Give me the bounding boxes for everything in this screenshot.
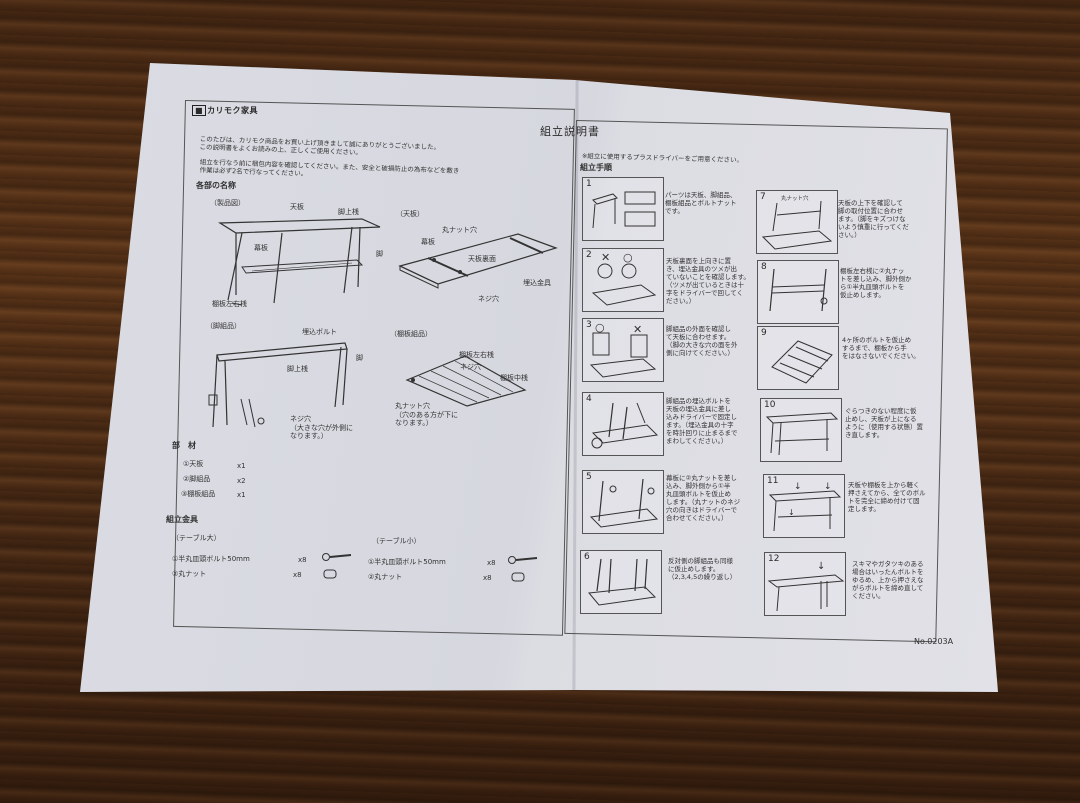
hardware-large-bolt: ①半丸皿頭ボルト50mm bbox=[172, 555, 250, 563]
component-2-qty: x2 bbox=[237, 477, 246, 485]
brand-logo: ■カリモク家具 bbox=[192, 105, 258, 116]
component-3: ③棚板組品 bbox=[181, 490, 216, 498]
label-maru-nut-ana: 丸ナット穴 bbox=[442, 226, 477, 234]
svg-text:↓: ↓ bbox=[824, 482, 832, 492]
component-1: ①天板 bbox=[183, 460, 204, 468]
step-2-text: 天板裏面を上向きに置 き、埋込金具のツメが出 ていないことを確認します。 （ツメ… bbox=[666, 257, 750, 305]
hardware-large-nut-qty: x8 bbox=[293, 571, 302, 579]
nut-icon bbox=[511, 572, 525, 582]
tabletop-drawing bbox=[398, 233, 558, 289]
hardware-small-nut-qty: x8 bbox=[483, 574, 492, 582]
tabletop-view-label: （天板） bbox=[396, 210, 424, 218]
label-ashiuwasan: 脚上桟 bbox=[338, 208, 359, 216]
step-10-figure: 10 bbox=[760, 398, 842, 462]
label-tana-nakasan: 棚板中桟 bbox=[500, 374, 528, 382]
label-ashi-leg: 脚 bbox=[356, 354, 363, 362]
label-nejiana-shelf: ネジ穴 bbox=[460, 363, 481, 371]
label-maru-nut-note: 丸ナット穴 （穴のある方が下に なります。） bbox=[395, 402, 458, 427]
table-drawing bbox=[217, 218, 381, 306]
step-7-text: 天板の上下を確認して 脚の取付位置に合わせ ます。（脚をキズつけな いよう慎重に… bbox=[838, 199, 909, 239]
label-nejiana: ネジ穴 bbox=[478, 295, 499, 303]
leg-drawing bbox=[208, 342, 348, 428]
hardware-heading: 組立金具 bbox=[166, 515, 198, 524]
bolt-icon bbox=[322, 553, 352, 561]
product-view-label: （製品図） bbox=[210, 199, 245, 207]
svg-text:↓: ↓ bbox=[794, 482, 802, 492]
hardware-large-label: （テーブル大） bbox=[172, 534, 221, 542]
hardware-large-nut: ②丸ナット bbox=[172, 570, 207, 578]
step-9-figure: 9 bbox=[757, 326, 839, 390]
step-4-text: 脚組品の埋込ボルトを 天板の埋込金具に差し 込みドライバーで固定し ます。（埋込… bbox=[666, 397, 738, 445]
step-8-figure: 8 bbox=[757, 260, 839, 324]
shelf-view-label: （棚板組品） bbox=[390, 330, 432, 338]
step-8-text: 棚板左右桟に②丸ナッ トを差し込み、脚外側か ら①半丸皿頭ボルトを 仮止めします… bbox=[840, 267, 912, 299]
svg-text:○: ○ bbox=[595, 321, 605, 334]
step-6-figure: 6 bbox=[580, 550, 662, 614]
bolt-icon bbox=[508, 556, 538, 564]
svg-text:✕: ✕ bbox=[601, 251, 610, 264]
step-5-text: 幕板に②丸ナットを差し 込み、脚外側から①半 丸皿頭ボルトを仮止め します。（丸… bbox=[666, 474, 741, 522]
shelf-drawing bbox=[405, 355, 527, 407]
label-tanaita-sayusan: 棚板左右桟 bbox=[212, 300, 247, 308]
component-3-qty: x1 bbox=[237, 491, 246, 499]
step-9-text: 4ヶ所のボルトを仮止め するまで、棚板から手 をはなさないでください。 bbox=[842, 336, 920, 360]
step-2-figure: 2 ✕○ bbox=[582, 248, 664, 312]
label-tana-sayusan: 棚板左右桟 bbox=[459, 351, 494, 359]
step-6-text: 反対側の脚組品も同様 に仮止めします。 （2,3,4,5の繰り返し） bbox=[668, 557, 737, 581]
label-umekomi-kanagu: 埋込金具 bbox=[523, 279, 551, 287]
label-ashiuwasan-leg: 脚上桟 bbox=[287, 365, 308, 373]
step-12-figure: 12 ↓ bbox=[764, 552, 846, 616]
hardware-small-label: （テーブル小） bbox=[372, 537, 421, 545]
procedure-heading: 組立手順 bbox=[580, 163, 612, 172]
component-2: ②脚組品 bbox=[183, 475, 211, 483]
hardware-small-bolt: ①半丸皿頭ボルト50mm bbox=[368, 558, 446, 566]
label-tenban: 天板 bbox=[290, 203, 304, 211]
step-7-figure: 7 丸ナット穴 bbox=[756, 190, 838, 254]
label-ashi: 脚 bbox=[376, 250, 383, 258]
step-1-text: パーツは天板、脚組品、 棚板組品とボルトナット です。 bbox=[665, 191, 737, 215]
hardware-small-bolt-qty: x8 bbox=[487, 559, 496, 567]
label-makuita: 幕板 bbox=[254, 244, 268, 252]
svg-text:✕: ✕ bbox=[633, 323, 642, 336]
label-tenban-urame: 天板裏面 bbox=[468, 255, 496, 263]
nut-icon bbox=[323, 569, 337, 579]
step-10-text: ぐらつきのない程度に仮 止めし、天板が上になる ように（使用する状態）置 き直し… bbox=[845, 407, 923, 439]
step-11-figure: 11 ↓↓↓ bbox=[763, 474, 845, 538]
label-umekomi-bolt: 埋込ボルト bbox=[302, 328, 337, 336]
step-1-figure: 1 bbox=[582, 177, 664, 241]
step-5-figure: 5 bbox=[582, 470, 664, 534]
document-number: No.0203A bbox=[914, 637, 954, 646]
step-3-text: 脚組品の外面を確認し て天板に合わせます。 （脚の大きな穴の面を外 側に向けてく… bbox=[666, 325, 738, 357]
label-nejiana-note: ネジ穴 （大きな穴が外側に なります。） bbox=[290, 415, 353, 440]
svg-text:↓: ↓ bbox=[817, 561, 825, 572]
components-heading: 部 材 bbox=[172, 441, 196, 450]
label-makuita-top: 幕板 bbox=[421, 238, 435, 246]
svg-text:○: ○ bbox=[623, 251, 633, 264]
component-1-qty: x1 bbox=[237, 462, 246, 470]
hardware-small-nut: ②丸ナット bbox=[368, 573, 403, 581]
step-12-text: スキマやガタツキのある 場合はいったんボルトを ゆるめ、上から押さえな がらボル… bbox=[852, 560, 924, 600]
step-7-tag: 丸ナット穴 bbox=[781, 196, 809, 202]
leg-view-label: （脚組品） bbox=[206, 322, 241, 330]
hardware-large-bolt-qty: x8 bbox=[298, 556, 307, 564]
parts-heading: 各部の名称 bbox=[196, 181, 236, 190]
svg-text:↓: ↓ bbox=[788, 508, 795, 517]
document-title: 組立説明書 bbox=[540, 125, 600, 138]
step-3-figure: 3 ○✕ bbox=[582, 318, 664, 382]
step-4-figure: 4 bbox=[582, 392, 664, 456]
step-11-text: 天板や棚板を上から軽く 押さえてから、全てのボル トを完全に締め付けて固 定しま… bbox=[848, 481, 926, 513]
